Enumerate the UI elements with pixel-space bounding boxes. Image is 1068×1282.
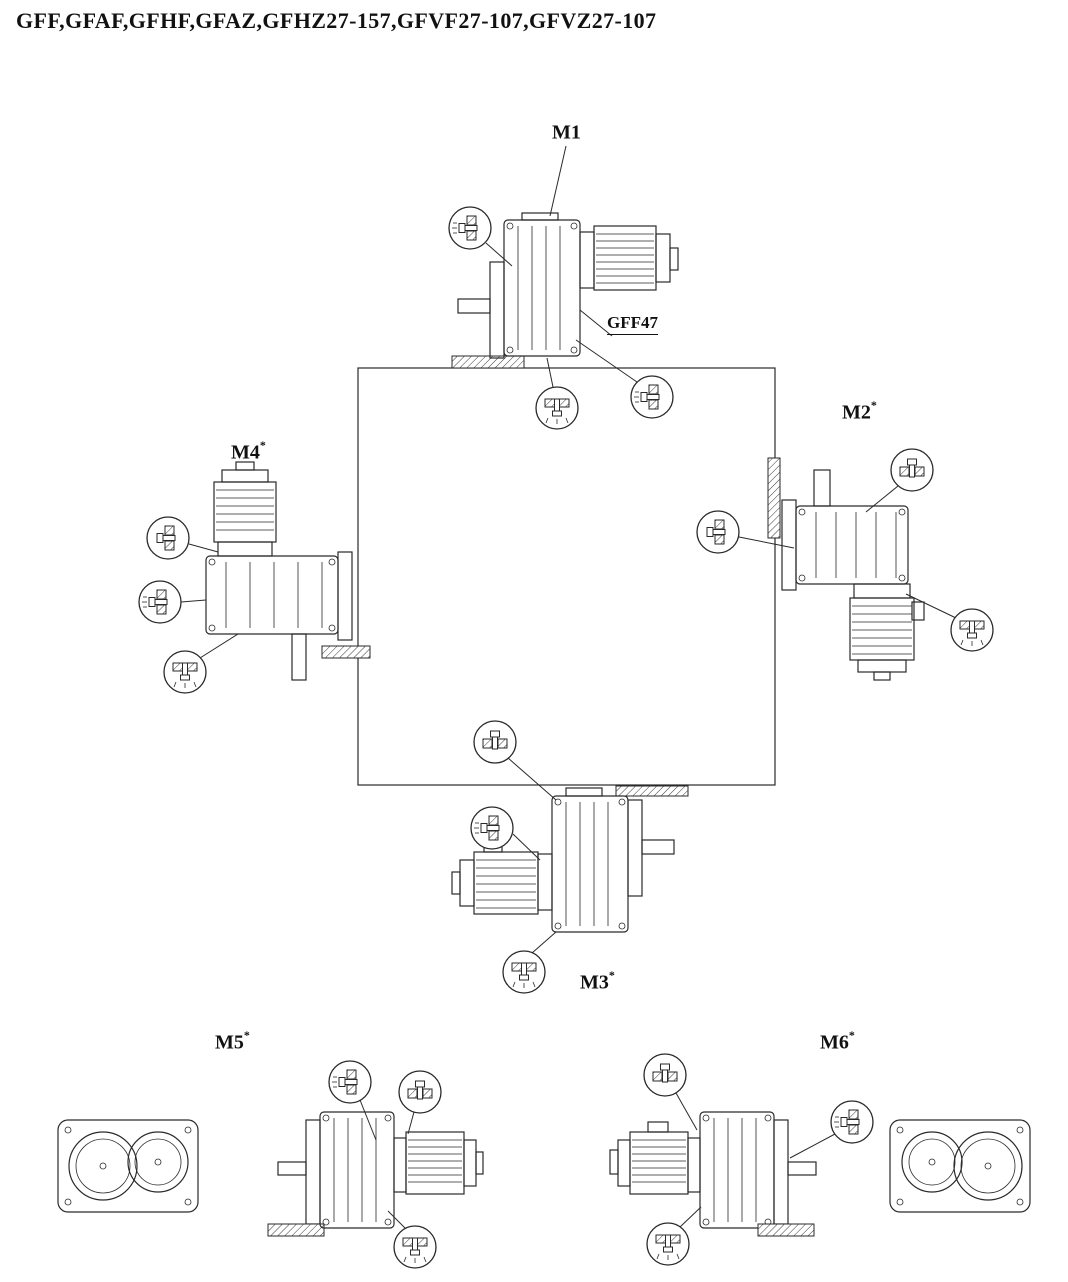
- vent-plug-icon: [830, 1100, 874, 1144]
- m4-mount-surface-hatch: [321, 645, 371, 659]
- plug-symbols: [138, 206, 994, 1269]
- m6-mount-surface-hatch: [757, 1223, 815, 1237]
- m4-gearbox: [205, 555, 339, 635]
- model-designation-label: GFF47: [607, 313, 658, 335]
- m3-output-shaft: [641, 839, 675, 855]
- m6-terminal-box: [647, 1121, 669, 1133]
- m3-motor: [451, 841, 539, 915]
- gearmotor-m1: [451, 212, 679, 369]
- m5-output-flange: [305, 1119, 321, 1225]
- m2-mount-surface-hatch: [767, 457, 781, 539]
- leader-lines: [180, 145, 957, 1230]
- m3-mount-surface-hatch: [615, 785, 689, 797]
- label-m6: M6*: [820, 1028, 855, 1055]
- oil-drain-plug-icon: [393, 1225, 437, 1269]
- breather-plug-icon: [643, 1053, 687, 1097]
- page-title: GFF,GFAF,GFHF,GFAZ,GFHZ27-157,GFVF27-107…: [16, 8, 657, 33]
- label-m4-text: M4: [231, 441, 260, 464]
- label-m2: M2*: [842, 398, 877, 425]
- m1-gearbox: [503, 212, 581, 357]
- m4-output-flange: [337, 551, 353, 641]
- label-m3-sup: *: [608, 968, 615, 982]
- vent-plug-icon: [630, 375, 674, 419]
- gearbox-m5-end-view: [57, 1119, 199, 1213]
- gearmotor-m3: [451, 785, 689, 933]
- m3-output-flange: [627, 799, 643, 897]
- label-m5-text: M5: [215, 1031, 244, 1054]
- m4-motor-adapter: [217, 541, 273, 557]
- m6-gearbox: [699, 1111, 775, 1229]
- label-m3-text: M3: [580, 971, 609, 994]
- m3-gearbox: [551, 787, 629, 933]
- oil-drain-plug-icon: [535, 386, 579, 430]
- gearbox-m6-end-view: [889, 1119, 1031, 1213]
- m5-mount-surface-hatch: [267, 1223, 325, 1237]
- m2-motor-adapter: [853, 583, 911, 599]
- vent-plug-icon: [328, 1060, 372, 1104]
- housing-outline-square: [357, 367, 776, 786]
- breather-plug-icon: [473, 720, 517, 764]
- m6-output-flange: [773, 1119, 789, 1225]
- label-m5-sup: *: [243, 1028, 250, 1042]
- m1-output-flange: [489, 261, 505, 359]
- label-m5: M5*: [215, 1028, 250, 1055]
- m5-motor-adapter: [393, 1137, 407, 1193]
- label-m2-sup: *: [870, 398, 877, 412]
- m1-motor-adapter: [579, 231, 595, 289]
- m2-output-flange: [781, 499, 797, 591]
- gearmotor-m5-side-view: [267, 1111, 484, 1237]
- breather-plug-icon: [398, 1070, 442, 1114]
- label-m4: M4*: [231, 438, 266, 465]
- label-m3: M3*: [580, 968, 615, 995]
- m2-output-shaft: [813, 469, 831, 507]
- label-m6-sup: *: [848, 1028, 855, 1042]
- oil-drain-plug-icon: [950, 608, 994, 652]
- m5-motor: [405, 1131, 484, 1195]
- m1-motor: [593, 225, 679, 291]
- oil-level-plug-icon: [146, 516, 190, 560]
- label-m1: M1: [552, 120, 581, 145]
- m6-output-shaft: [787, 1161, 817, 1176]
- label-m2-text: M2: [842, 401, 871, 424]
- m5-gearbox: [319, 1111, 395, 1229]
- m3-motor-adapter: [537, 853, 553, 911]
- m1-output-shaft: [457, 298, 491, 314]
- m6-motor: [609, 1121, 689, 1195]
- m4-motor: [213, 461, 277, 543]
- m5-output-shaft: [277, 1161, 307, 1176]
- m2-motor: [849, 597, 925, 681]
- m1-mount-surface-hatch: [451, 355, 525, 369]
- vent-plug-icon: [448, 206, 492, 250]
- label-m6-text: M6: [820, 1031, 849, 1054]
- oil-drain-plug-icon: [502, 950, 546, 994]
- breather-plug-icon: [890, 448, 934, 492]
- vent-plug-icon: [470, 806, 514, 850]
- vent-plug-icon: [138, 580, 182, 624]
- gearmotor-m2: [767, 457, 925, 681]
- m4-output-shaft: [291, 633, 307, 681]
- gearmotor-m6-side-view: [609, 1111, 817, 1237]
- m6-motor-adapter: [687, 1137, 701, 1193]
- oil-level-plug-icon: [696, 510, 740, 554]
- label-m4-sup: *: [259, 438, 266, 452]
- oil-drain-plug-icon: [163, 650, 207, 694]
- label-m1-text: M1: [552, 121, 581, 144]
- gearmotor-m4: [205, 461, 371, 681]
- m2-gearbox: [795, 505, 909, 585]
- m2-terminal-box: [911, 601, 925, 621]
- oil-drain-plug-icon: [646, 1222, 690, 1266]
